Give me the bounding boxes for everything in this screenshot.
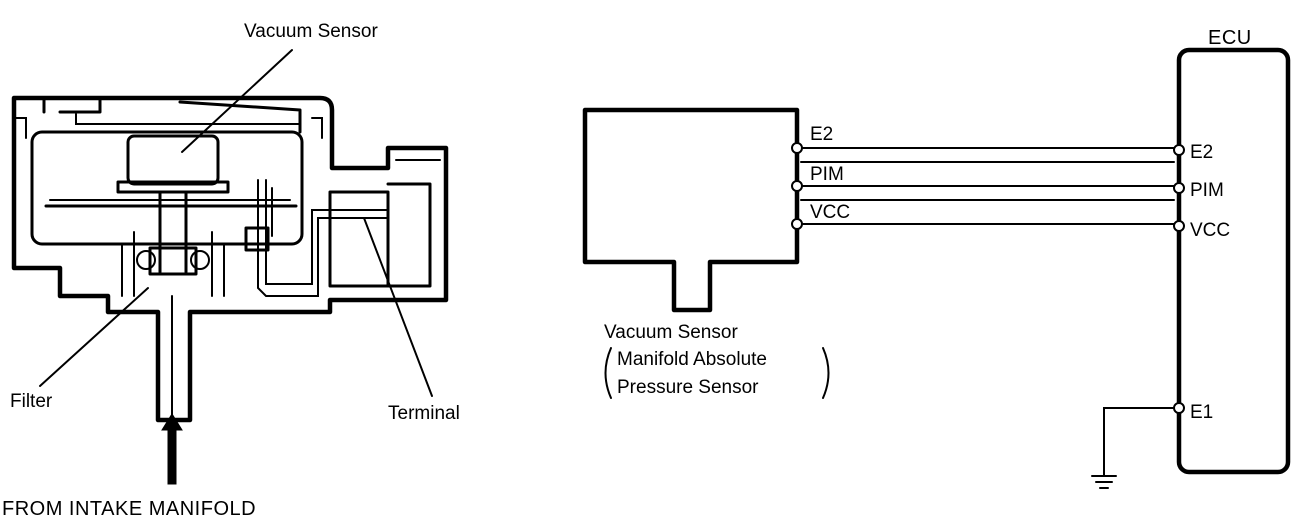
sensor-housing [11,95,449,423]
ecu-block [1176,47,1291,475]
ecu-title: ECU [1208,27,1252,49]
sensor-pin-label-vcc: VCC [810,202,850,223]
caption-paren-right [822,347,830,399]
sensor-pin-label-pim: PIM [810,164,844,185]
ecu-pin-e2 [1173,144,1185,156]
ecu-pin-label-vcc: VCC [1190,220,1230,241]
filter-label: Filter [10,391,53,412]
sensor-chip [126,134,220,186]
ecu-pin-label-e2: E2 [1190,142,1213,163]
wiring-diagram [582,47,1291,489]
ecu-pin-label-pim: PIM [1190,180,1224,201]
sensor-pin-e2 [791,142,803,154]
caption-paren-left [604,347,612,399]
ground-icon [1091,475,1117,489]
sensor-title: Vacuum Sensor [244,21,378,42]
sensor-caption-line2: Manifold Absolute [617,349,767,370]
inlet-label: FROM INTAKE MANIFOLD [2,498,256,518]
arrow-up-icon [161,413,183,485]
ecu-pin-pim [1173,182,1185,194]
sensor-cavity [30,130,304,246]
ecu-pin-vcc [1173,220,1185,232]
connector-housing [328,190,390,288]
sensor-caption-line3: Pressure Sensor [617,377,759,398]
vacuum-sensor-block [582,107,800,313]
sensor-cutaway [11,95,449,423]
terminal-label: Terminal [388,403,460,424]
sensor-caption-line1: Vacuum Sensor [604,322,738,343]
sensor-pin-pim [791,180,803,192]
ecu-pin-label-e1: E1 [1190,402,1213,423]
sensor-pin-vcc [791,218,803,230]
sensor-pin-label-e2: E2 [810,124,833,145]
ecu-pin-e1 [1173,402,1185,414]
